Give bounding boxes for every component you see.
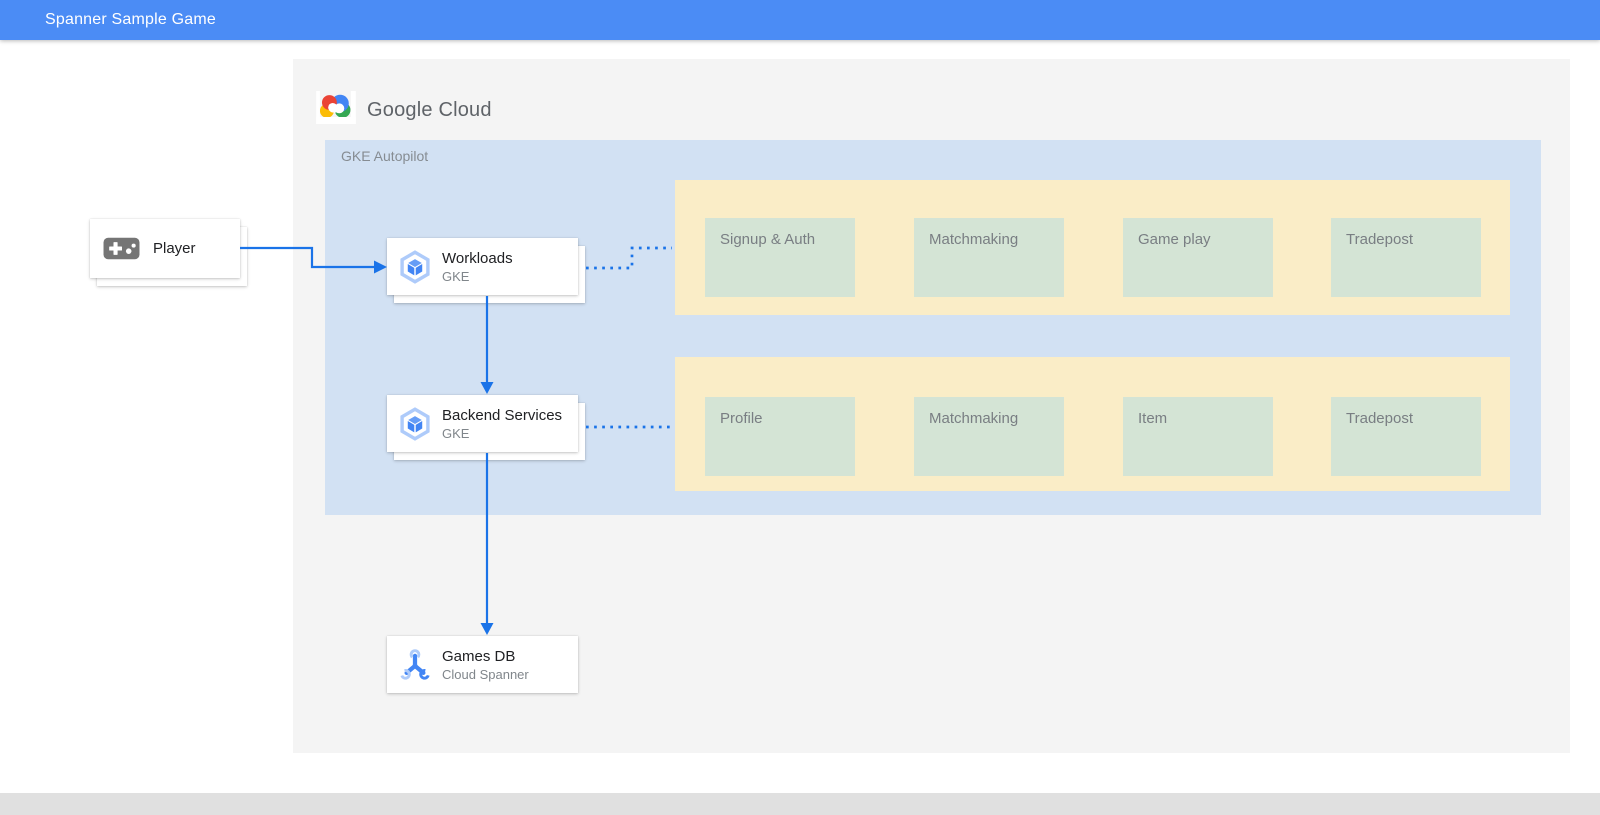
service-label: Matchmaking	[929, 231, 1019, 248]
service-box-matchmaking-2: Matchmaking	[914, 397, 1064, 476]
cloud-spanner-icon	[397, 648, 433, 682]
page-title: Spanner Sample Game	[45, 11, 217, 28]
service-box-profile: Profile	[705, 397, 855, 476]
backend-services-title: Backend Services	[442, 406, 563, 424]
games-db-title: Games DB	[442, 647, 516, 665]
workloads-node: Workloads GKE	[387, 238, 578, 295]
player-label: Player	[153, 240, 196, 257]
service-label: Matchmaking	[929, 410, 1019, 427]
app-header-bar: Spanner Sample Game	[0, 0, 1600, 40]
service-box-matchmaking: Matchmaking	[914, 218, 1064, 297]
player-node: Player	[90, 219, 240, 278]
backend-service-group: Profile Matchmaking Item Tradepost	[675, 357, 1510, 491]
games-db-text: Games DB Cloud Spanner	[442, 647, 529, 683]
service-label: Signup & Auth	[720, 231, 816, 248]
gke-autopilot-label: GKE Autopilot	[341, 148, 429, 164]
service-box-tradepost: Tradepost	[1331, 218, 1481, 297]
service-label: Tradepost	[1346, 231, 1413, 248]
workloads-title: Workloads	[442, 249, 513, 267]
games-db-node: Games DB Cloud Spanner	[387, 636, 578, 693]
service-label: Game play	[1138, 231, 1211, 248]
service-box-item: Item	[1123, 397, 1273, 476]
backend-services-subtitle: GKE	[442, 425, 470, 441]
footer-bar	[0, 793, 1600, 815]
service-label: Profile	[720, 410, 763, 427]
backend-services-text: Backend Services GKE	[442, 406, 562, 442]
service-label: Tradepost	[1346, 410, 1413, 427]
workloads-text: Workloads GKE	[442, 249, 513, 285]
games-db-subtitle: Cloud Spanner	[442, 666, 529, 682]
backend-services-node: Backend Services GKE	[387, 395, 578, 452]
service-box-tradepost-2: Tradepost	[1331, 397, 1481, 476]
gamepad-icon	[102, 237, 140, 260]
workloads-subtitle: GKE	[442, 268, 470, 284]
service-label: Item	[1138, 410, 1168, 427]
gke-hexagon-icon	[397, 249, 433, 284]
google-cloud-wordmark: Google Cloud	[367, 98, 492, 121]
google-cloud-logo: Google Cloud	[316, 91, 492, 129]
service-box-game-play: Game play	[1123, 218, 1273, 297]
gke-hexagon-icon	[397, 406, 433, 441]
workloads-service-group: Signup & Auth Matchmaking Game play Trad…	[675, 180, 1510, 315]
service-box-signup-auth: Signup & Auth	[705, 218, 855, 297]
google-cloud-icon	[316, 91, 356, 129]
